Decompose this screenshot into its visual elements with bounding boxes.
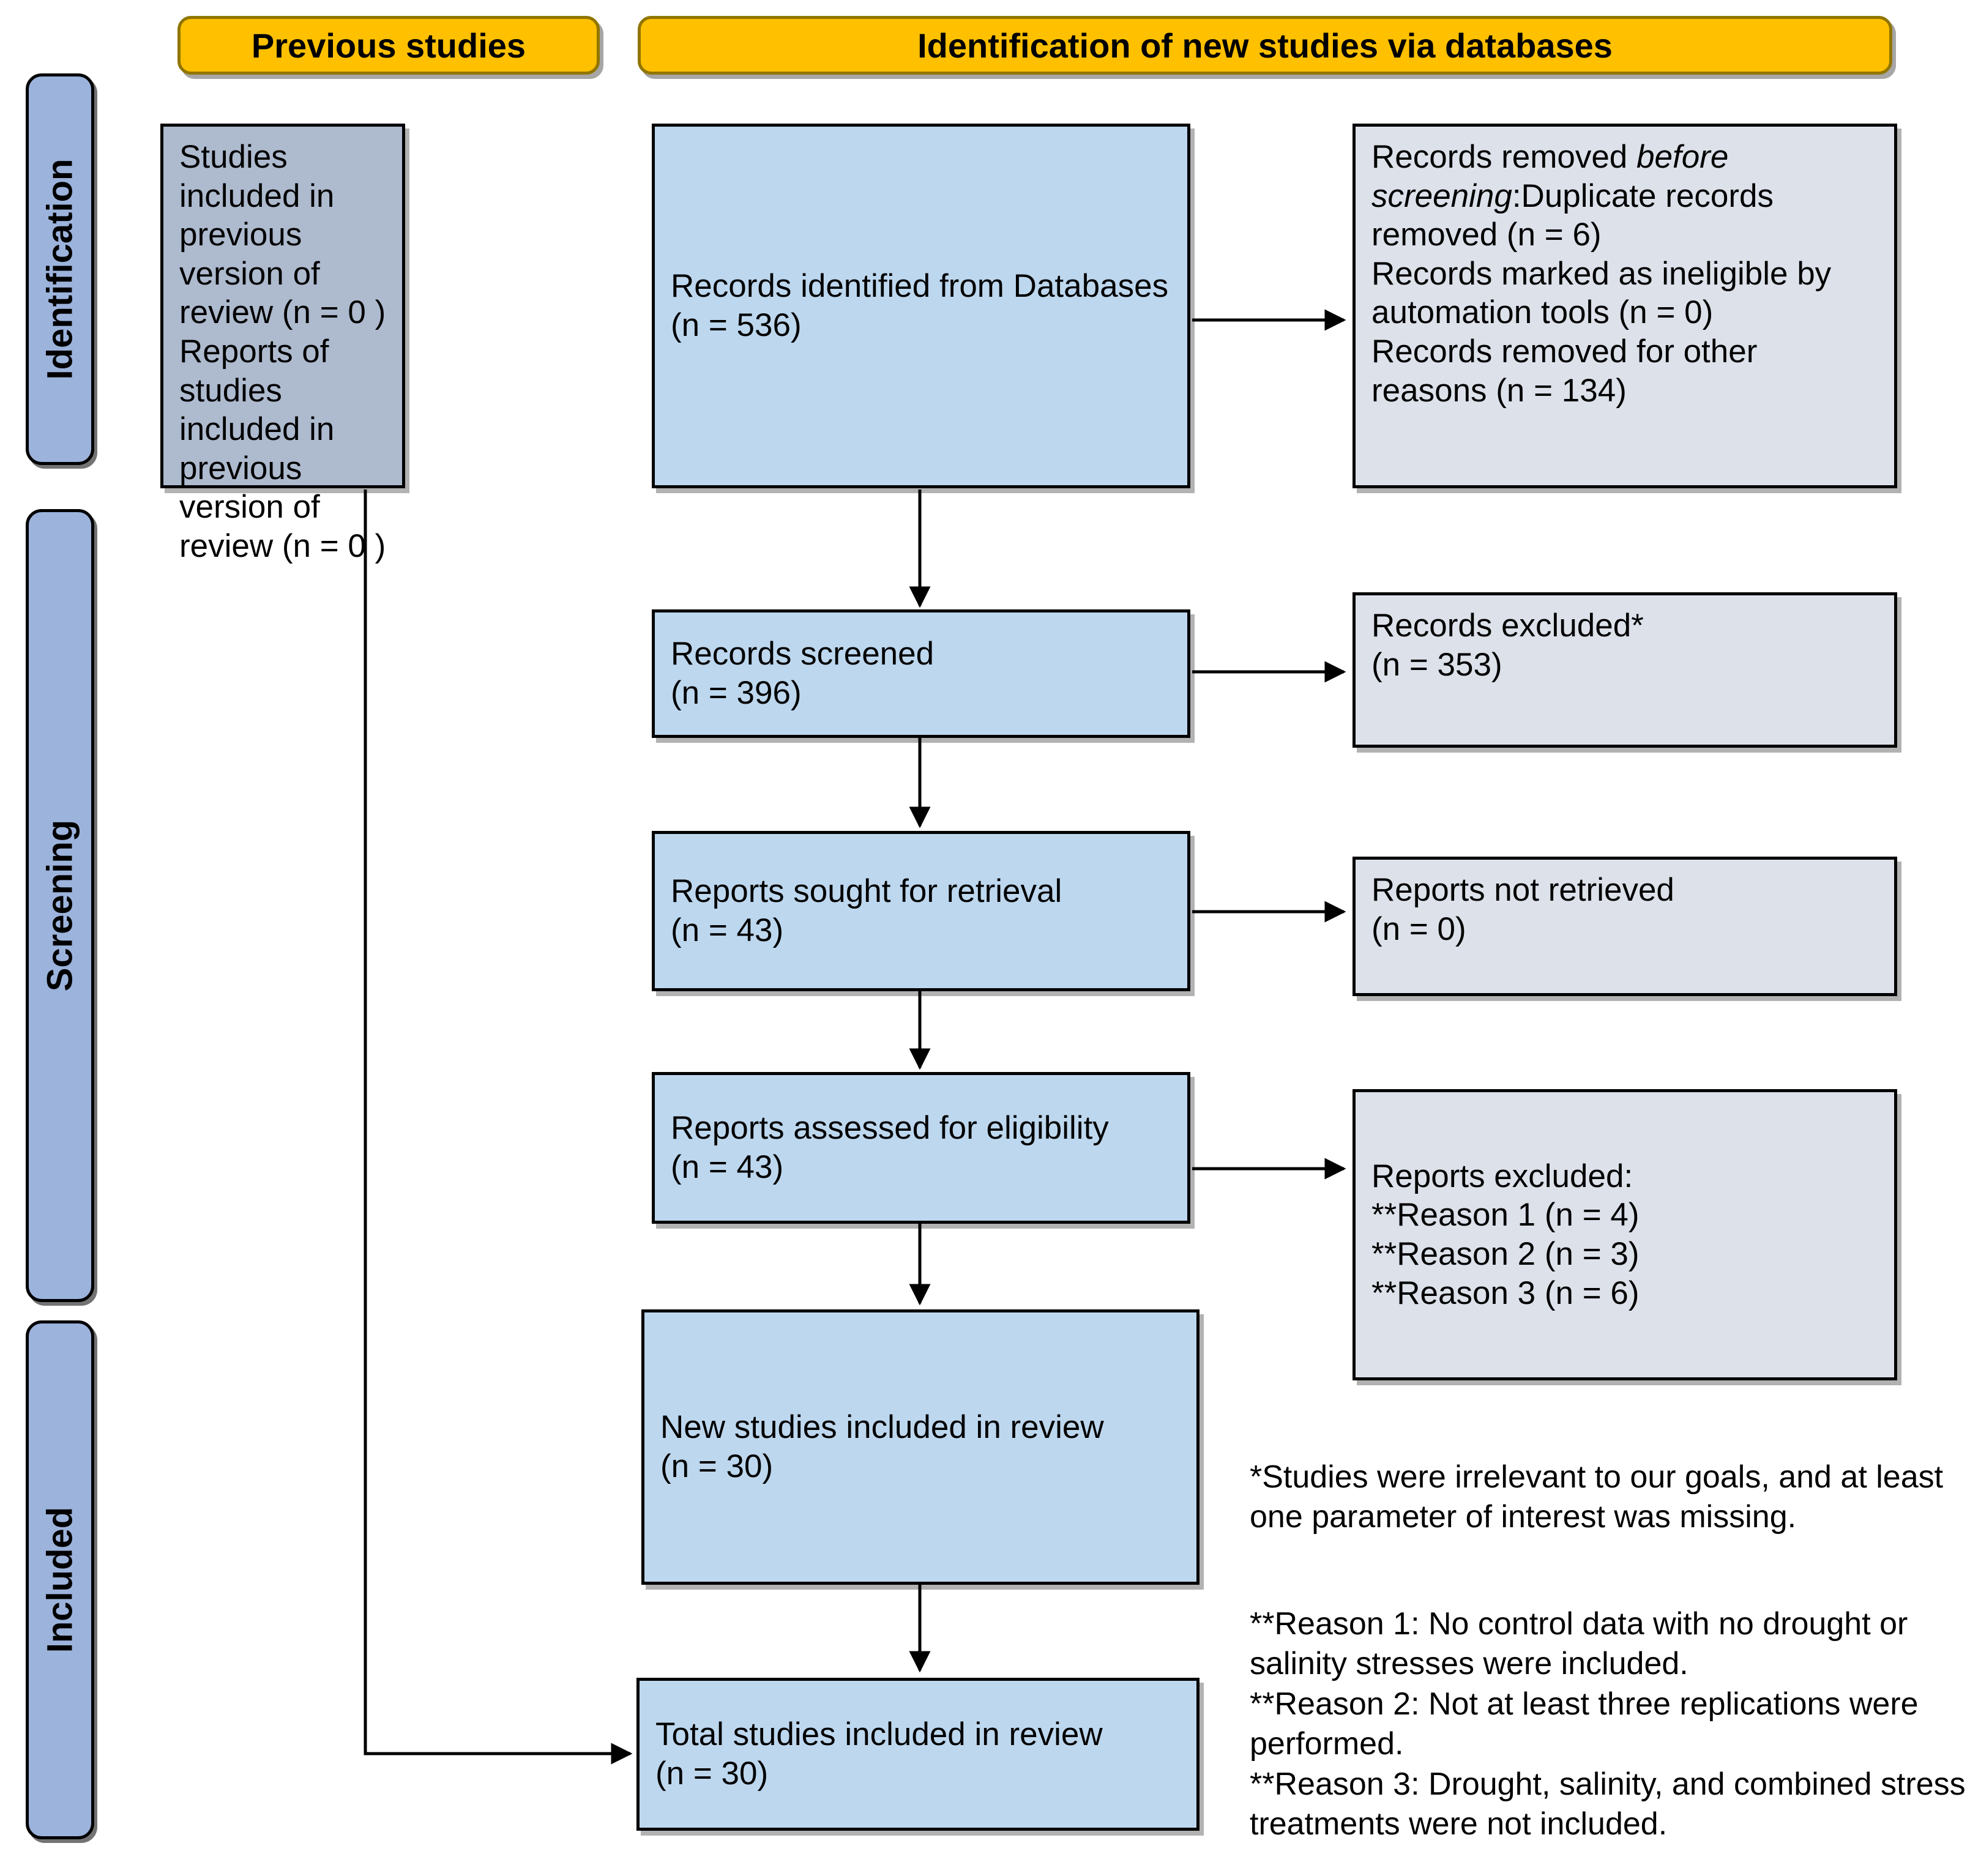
records-removed-heading-colon: : — [1512, 177, 1521, 214]
box-total-studies-included: Total studies included in review (n = 30… — [636, 1678, 1200, 1831]
phase-bar-screening: Screening — [26, 509, 94, 1302]
box-records-identified: Records identified from Databases (n = 5… — [652, 124, 1190, 488]
box-records-identified-text: Records identified from Databases (n = 5… — [671, 268, 1169, 343]
phase-label-identification: Identification — [40, 158, 80, 380]
footnote-asterisk: *Studies were irrelevant to our goals, a… — [1250, 1417, 1960, 1538]
records-removed-heading-italic: before screening — [1371, 139, 1729, 214]
banner-previous-studies: Previous studies — [177, 16, 600, 75]
box-reports-not-retrieved-text: Reports not retrieved (n = 0) — [1371, 872, 1674, 947]
banner-new-studies: Identification of new studies via databa… — [638, 16, 1892, 75]
box-reports-excluded: Reports excluded: **Reason 1 (n = 4) **R… — [1353, 1089, 1897, 1380]
box-records-excluded: Records excluded* (n = 353) — [1353, 592, 1897, 748]
box-reports-assessed-text: Reports assessed for eligibility (n = 43… — [671, 1110, 1109, 1185]
box-records-removed-before-screening: Records removed before screening:Duplica… — [1353, 124, 1897, 488]
footnote-reasons: **Reason 1: No control data with no drou… — [1250, 1564, 1969, 1845]
footnote-reasons-text: **Reason 1: No control data with no drou… — [1250, 1606, 1966, 1842]
phase-label-screening: Screening — [40, 819, 80, 992]
phase-bar-identification: Identification — [26, 73, 94, 465]
box-records-screened: Records screened (n = 396) — [652, 609, 1190, 738]
box-records-removed-text: Records removed before screening:Duplica… — [1371, 138, 1878, 410]
box-previous-studies-included-text: Studies included in previous version of … — [179, 139, 386, 564]
box-reports-sought: Reports sought for retrieval (n = 43) — [652, 831, 1190, 991]
box-previous-studies-included: Studies included in previous version of … — [160, 124, 405, 564]
box-new-studies-included-text: New studies included in review (n = 30) — [660, 1409, 1104, 1484]
box-reports-sought-text: Reports sought for retrieval (n = 43) — [671, 873, 1062, 948]
box-new-studies-included: New studies included in review (n = 30) — [641, 1309, 1200, 1585]
box-total-studies-included-text: Total studies included in review (n = 30… — [655, 1716, 1103, 1792]
records-removed-heading-plain: Records removed — [1371, 139, 1637, 175]
connector-previous-to-total — [364, 489, 633, 1765]
banner-previous-studies-label: Previous studies — [251, 26, 526, 65]
footnote-asterisk-text: *Studies were irrelevant to our goals, a… — [1250, 1459, 1944, 1535]
box-reports-not-retrieved: Reports not retrieved (n = 0) — [1353, 857, 1897, 996]
phase-label-included: Included — [40, 1506, 80, 1653]
box-reports-excluded-text: Reports excluded: **Reason 1 (n = 4) **R… — [1371, 1158, 1640, 1311]
banner-new-studies-label: Identification of new studies via databa… — [917, 26, 1613, 65]
box-records-screened-text: Records screened (n = 396) — [671, 636, 935, 711]
box-records-excluded-text: Records excluded* (n = 353) — [1371, 608, 1644, 683]
phase-bar-included: Included — [26, 1320, 94, 1839]
records-removed-lines: Duplicate records removed (n = 6) Record… — [1371, 177, 1832, 409]
box-reports-assessed: Reports assessed for eligibility (n = 43… — [652, 1072, 1190, 1224]
